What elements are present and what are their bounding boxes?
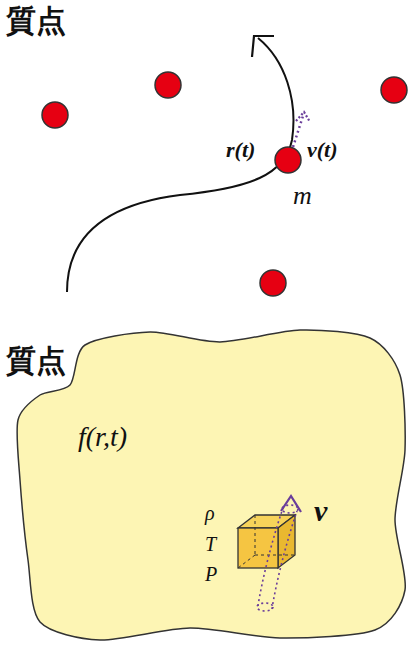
particles <box>42 72 407 296</box>
region-outline <box>12 326 410 642</box>
continuum-region: f(r,t) <box>12 326 410 642</box>
position-label: r(t) <box>226 138 255 162</box>
fluid-cube <box>238 515 295 568</box>
region-outline <box>17 330 405 640</box>
flow-arrowhead <box>281 496 301 512</box>
section-heading: 質点 <box>6 4 66 37</box>
pressure-label: P <box>205 563 217 585</box>
temperature-label: T <box>205 533 216 555</box>
velocity-arrowhead <box>296 112 310 122</box>
trajectory-arrowhead <box>252 36 274 57</box>
field-label: f(r,t) <box>78 422 127 453</box>
velocity-label: v <box>314 494 327 527</box>
section-heading: 質点 <box>6 344 66 377</box>
density-label: ρ <box>205 502 215 524</box>
velocity-label: v(t) <box>307 138 338 162</box>
trajectory-curve <box>67 38 293 292</box>
velocity-arrow <box>293 116 303 147</box>
flow-tube <box>257 505 298 611</box>
mass-label: m <box>293 182 312 211</box>
